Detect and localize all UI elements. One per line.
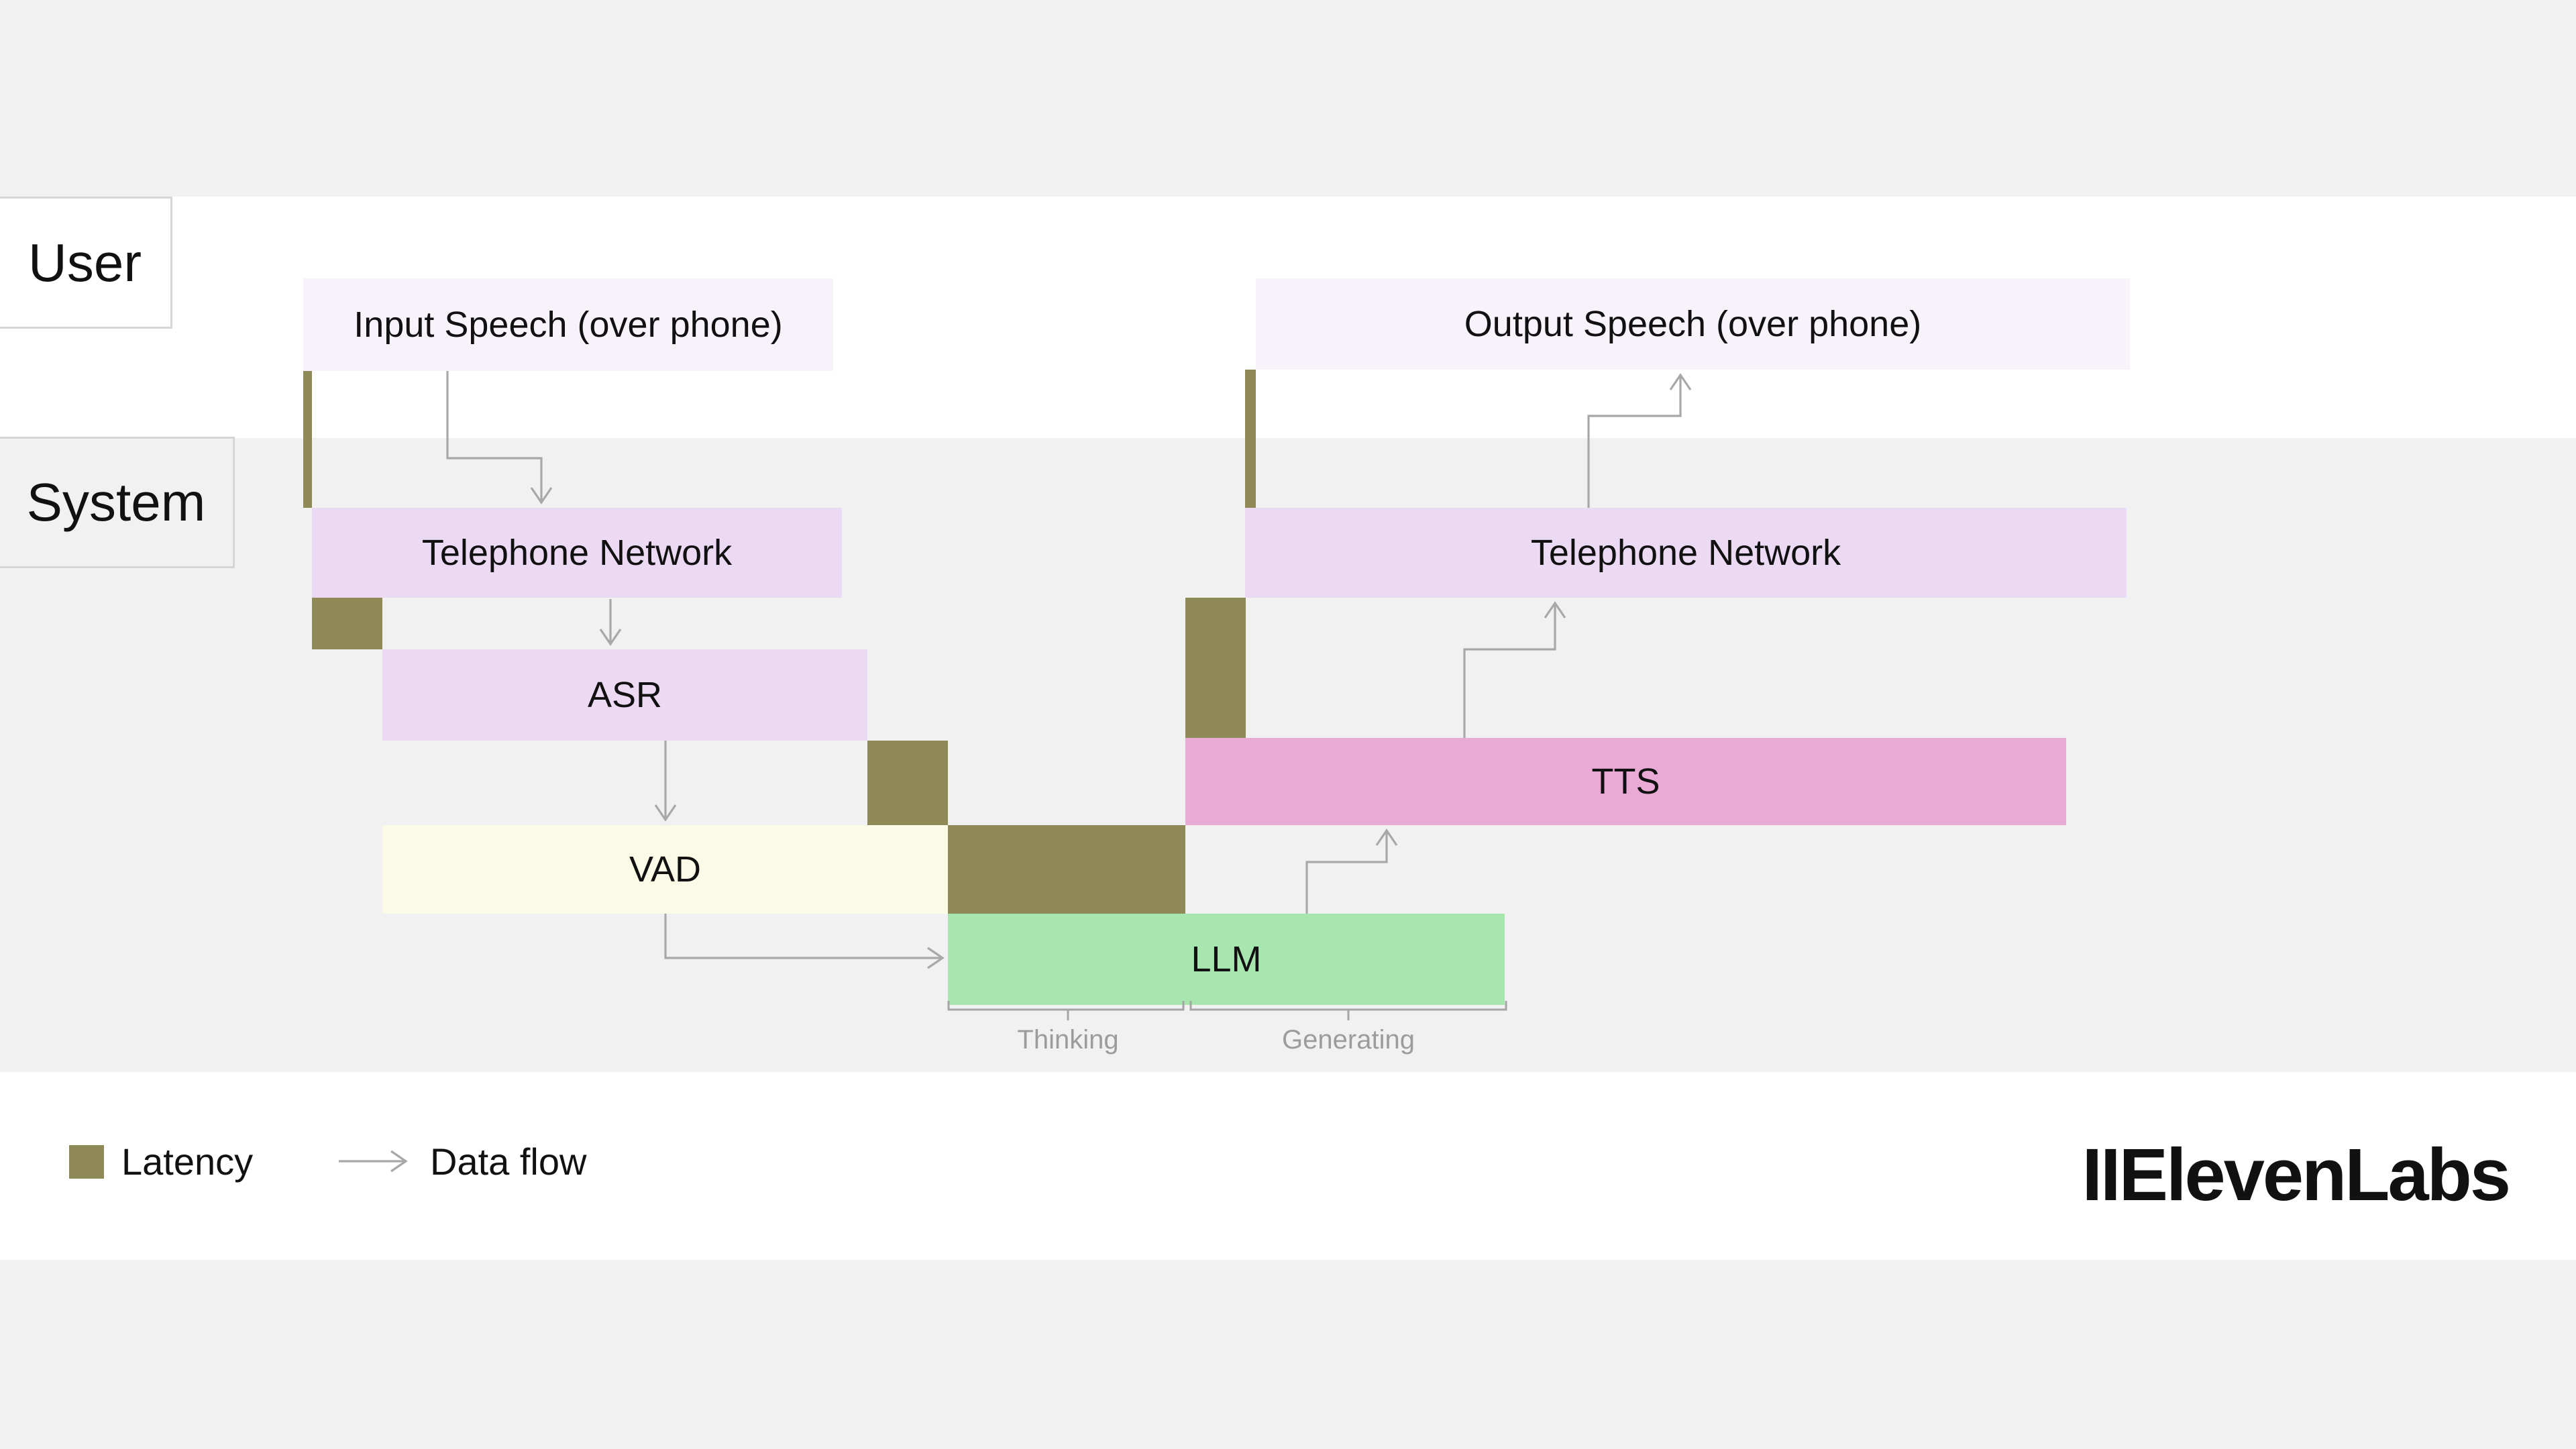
latency-block-llm-thinking <box>948 825 1185 914</box>
telephone-network-outbound-box: Telephone Network <box>1245 508 2127 598</box>
latency-block-input-to-network <box>303 371 312 508</box>
bottom-gray-band <box>0 1260 2576 1449</box>
top-gray-band <box>0 0 2576 197</box>
telephone-network-inbound-box: Telephone Network <box>312 508 842 598</box>
telephone-network-outbound-label: Telephone Network <box>1530 533 1841 573</box>
legend-dataflow-label: Data flow <box>430 1140 587 1183</box>
user-lane-text: User <box>28 232 142 292</box>
vad-box: VAD <box>382 825 948 914</box>
telephone-network-inbound-label: Telephone Network <box>421 533 733 573</box>
generating-phase-label: Generating <box>1282 1025 1415 1055</box>
output-speech-label: Output Speech (over phone) <box>1464 304 1922 344</box>
input-speech-label: Input Speech (over phone) <box>354 305 783 345</box>
output-speech-box: Output Speech (over phone) <box>1256 278 2130 370</box>
llm-label: LLM <box>1191 939 1262 979</box>
asr-box: ASR <box>382 649 867 741</box>
latency-block-network-to-output <box>1245 370 1256 508</box>
latency-block-asr-to-vad <box>867 741 948 825</box>
thinking-phase-label: Thinking <box>1017 1025 1119 1055</box>
system-lane-text: System <box>26 472 206 532</box>
asr-label: ASR <box>587 675 663 715</box>
tts-box: TTS <box>1185 738 2066 825</box>
latency-block-tts-to-network <box>1185 598 1246 738</box>
legend-latency-label: Latency <box>121 1140 254 1183</box>
input-speech-box: Input Speech (over phone) <box>303 278 833 371</box>
lane-label-user: User <box>0 197 172 329</box>
latency-block-network-to-asr <box>312 598 382 649</box>
legend-latency-swatch-icon <box>69 1145 104 1179</box>
vad-label: VAD <box>629 849 702 890</box>
elevenlabs-logo: IIElevenLabs <box>2082 1134 2511 1216</box>
lane-label-system: System <box>0 437 235 568</box>
tts-label: TTS <box>1591 761 1660 802</box>
legend-band <box>0 1072 2576 1260</box>
llm-box: LLM <box>948 914 1505 1005</box>
